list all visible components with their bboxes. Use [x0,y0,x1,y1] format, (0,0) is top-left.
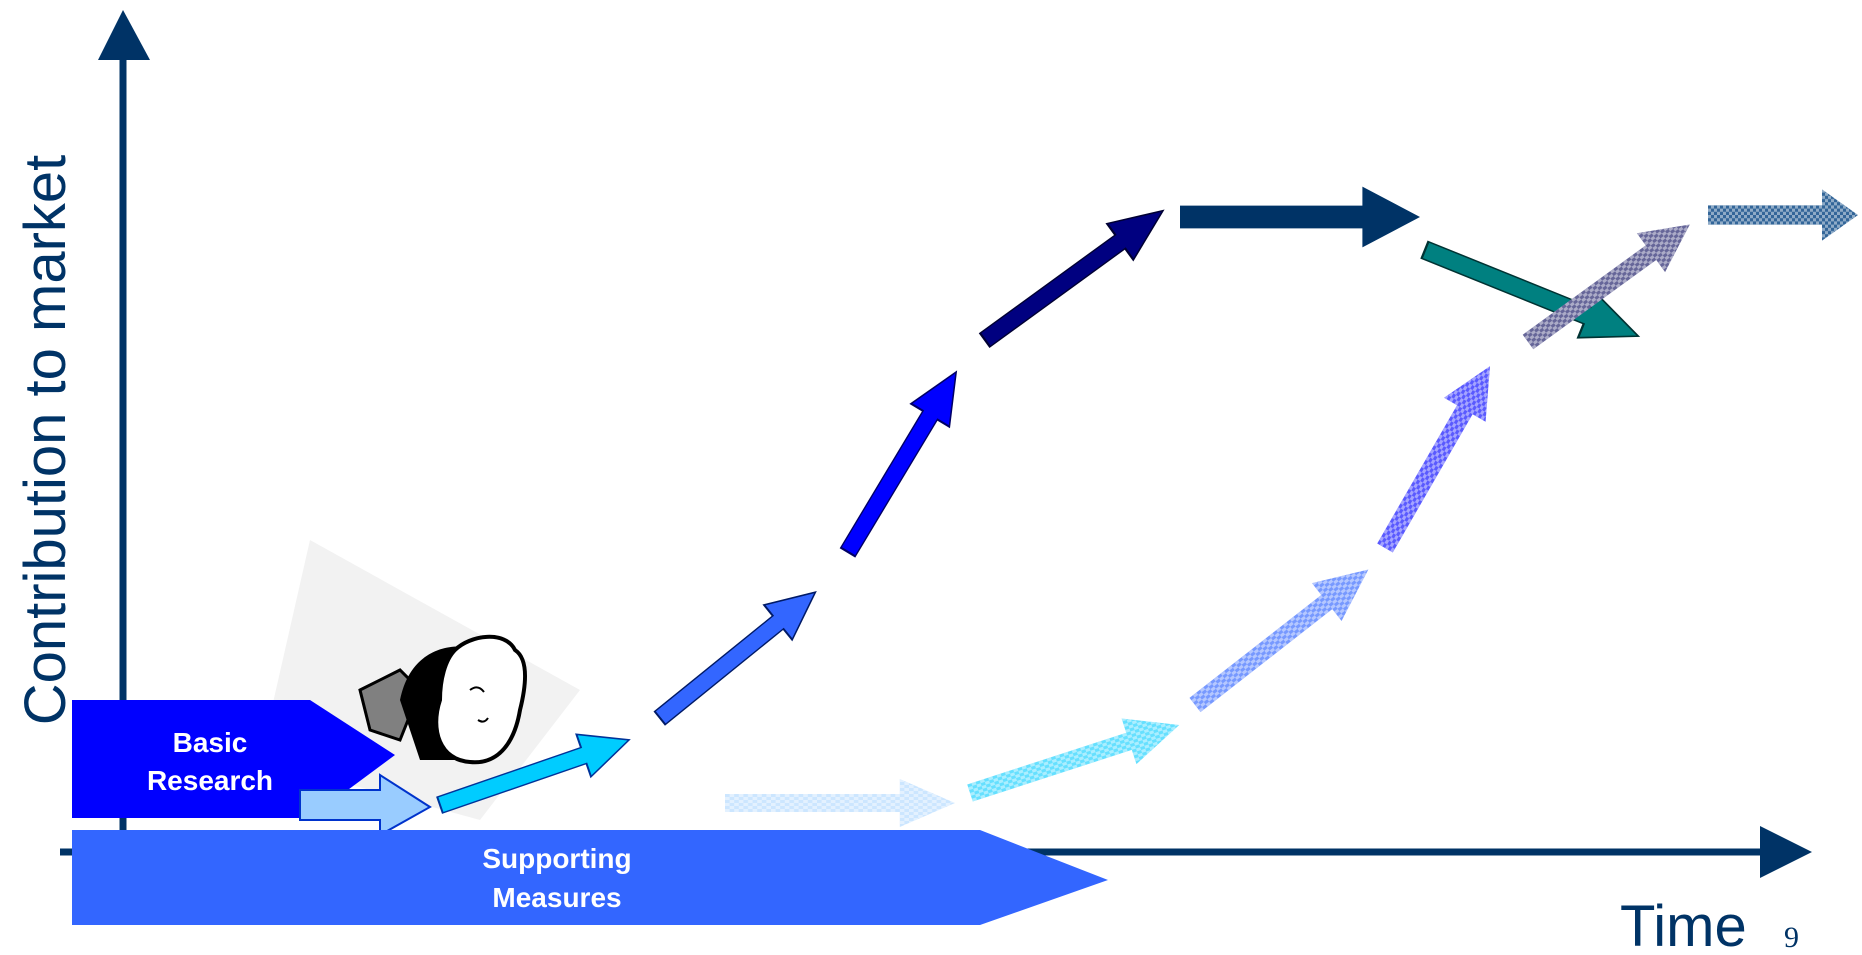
arrow-dark-navy-1 [1180,187,1420,248]
basic-research-label-line2: Research [147,765,273,796]
arrow-mid-blue-2 [1180,551,1383,724]
supporting-measures-block: Supporting Measures [72,830,1108,925]
x-axis-label: Time [1620,894,1747,955]
arrow-navy-1 [972,193,1176,359]
supporting-measures-label-line1: Supporting [482,843,631,874]
arrow-pale-1 [725,779,955,827]
page-number: 9 [1784,921,1799,954]
arrow-slate-1 [1514,205,1704,361]
arrow-cyan-2 [963,702,1187,816]
arrow-mid-blue-1 [646,575,830,736]
supporting-measures-label-line2: Measures [492,882,621,913]
arrow-blue-1 [829,360,976,563]
basic-research-label-line1: Basic [173,727,248,758]
arrow-steel-1 [1708,189,1858,240]
arrow-periwinkle-1 [1364,354,1511,560]
y-axis-label: Contribution to market [13,155,78,726]
